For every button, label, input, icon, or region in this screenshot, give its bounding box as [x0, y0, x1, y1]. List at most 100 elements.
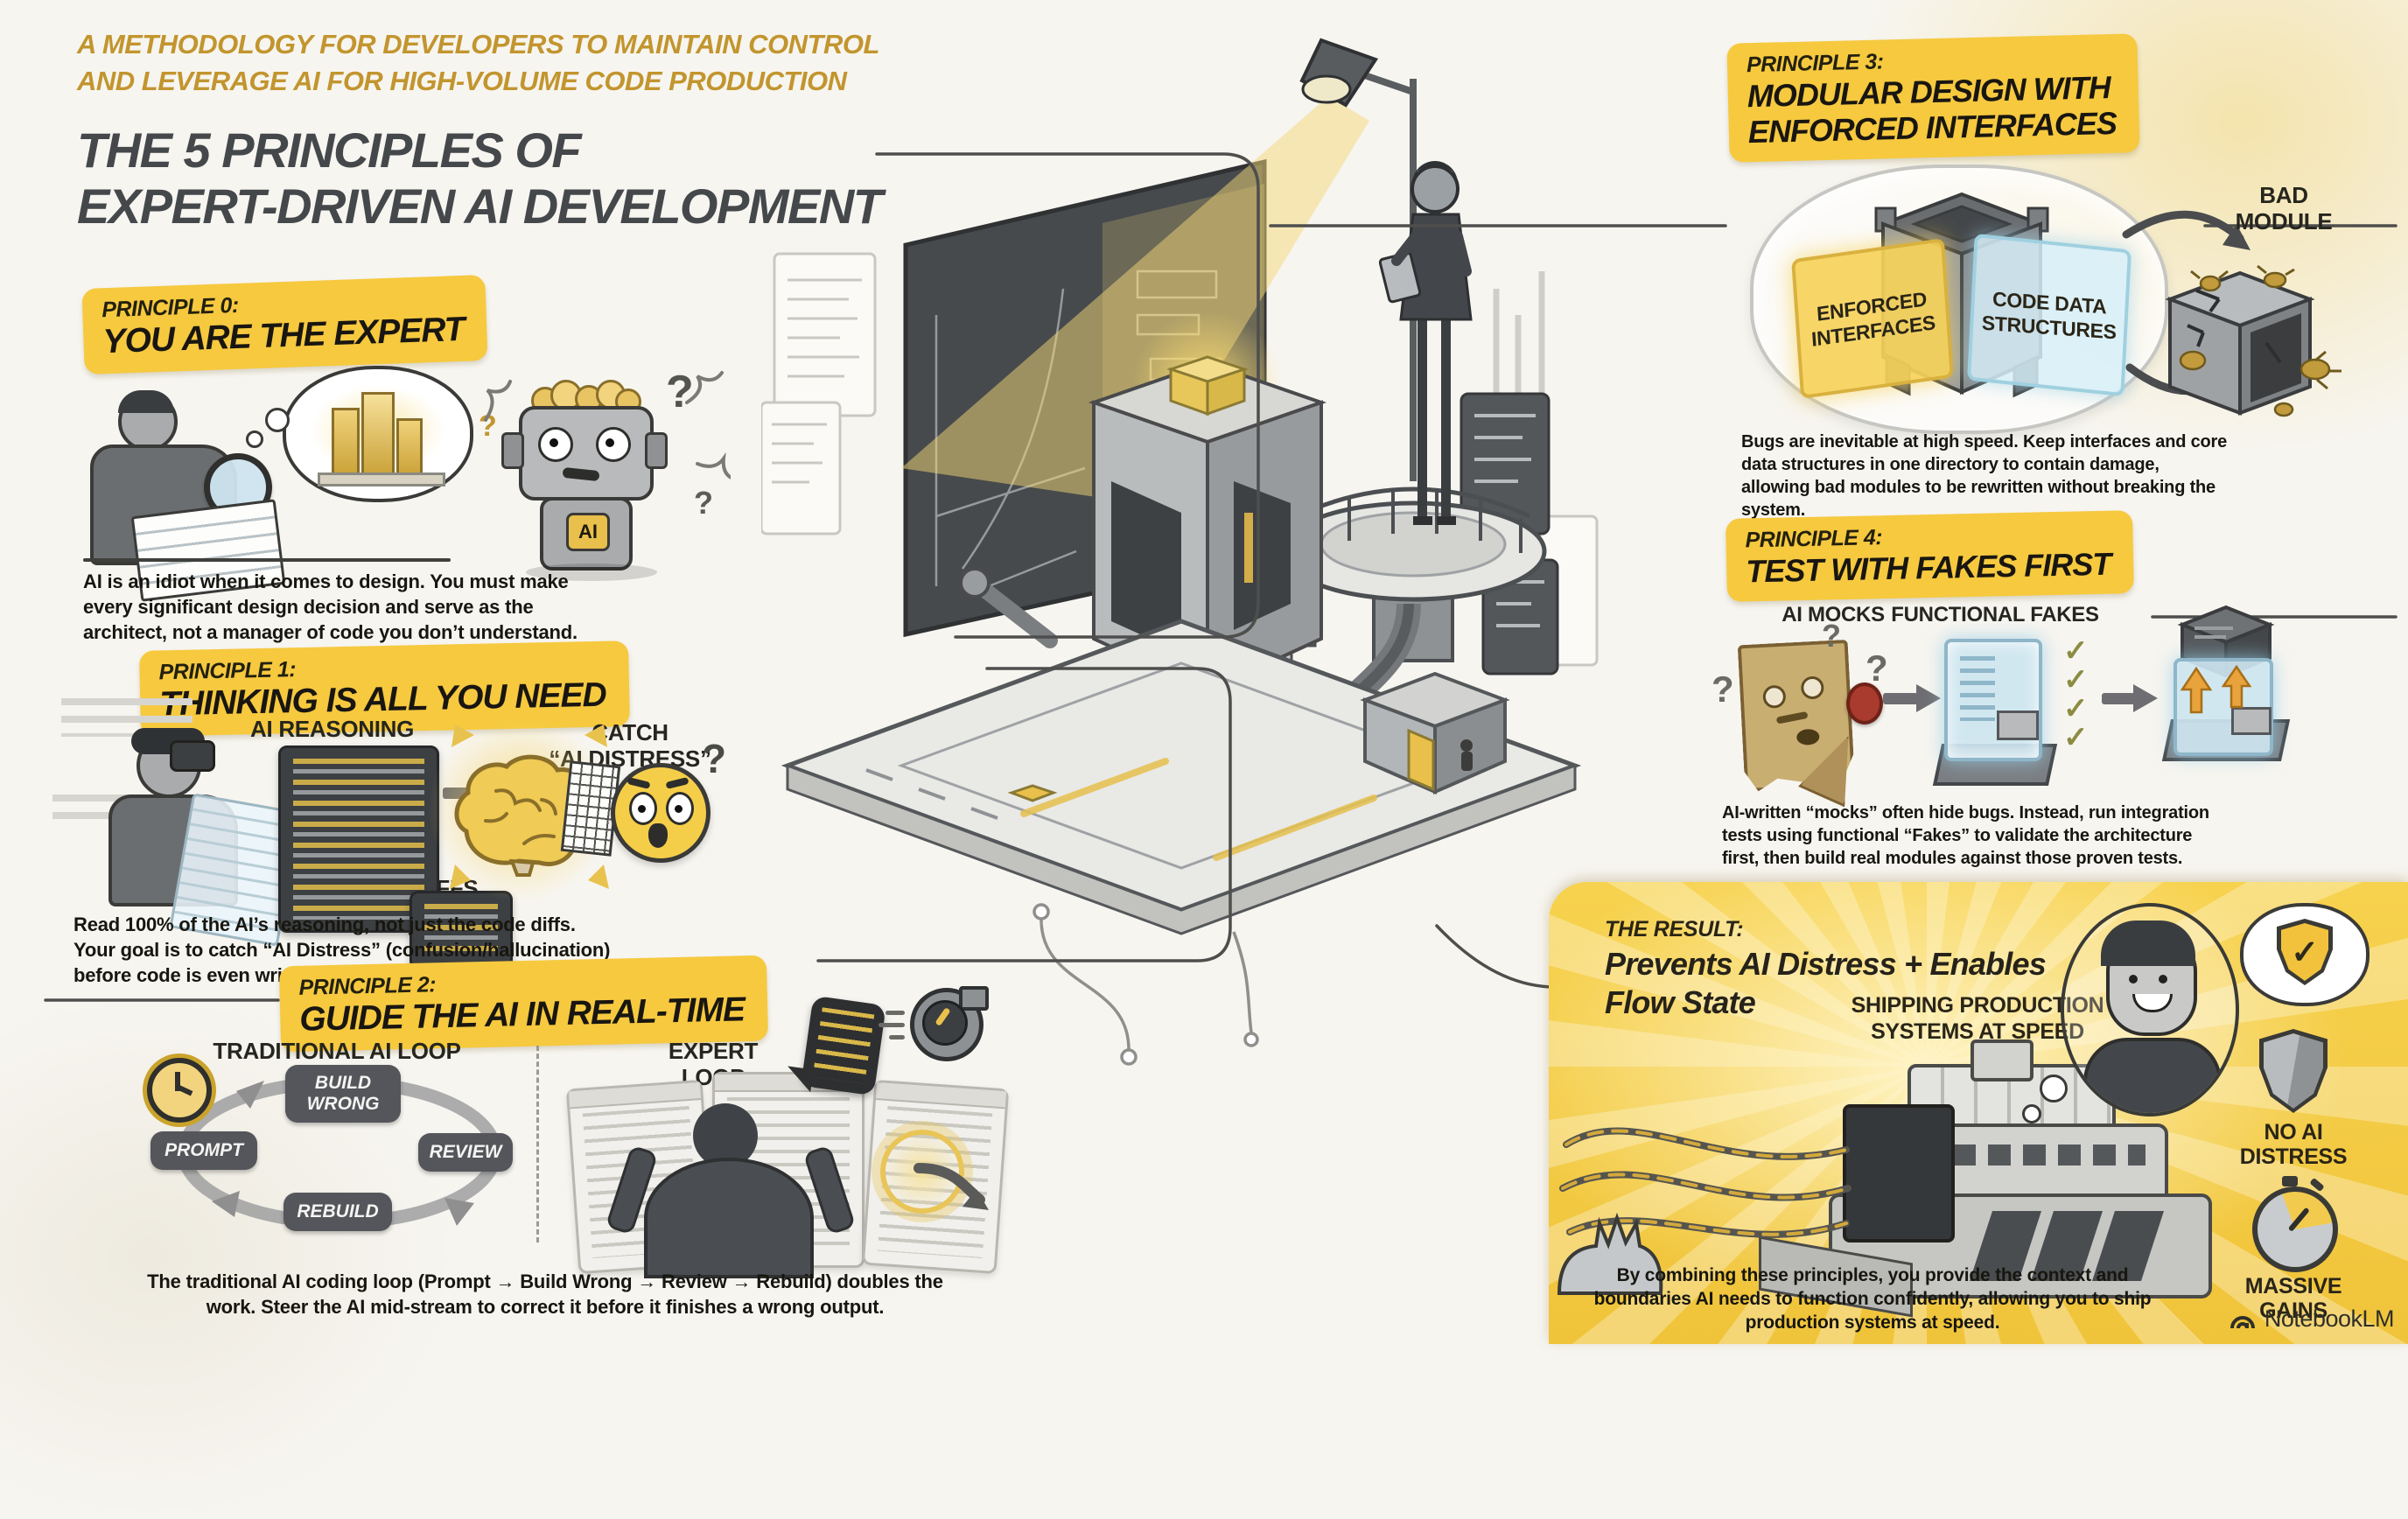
happy-developer	[2022, 903, 2239, 1124]
stopwatch-icon	[2249, 1176, 2338, 1272]
header: A METHODOLOGY FOR DEVELOPERS TO MAINTAIN…	[77, 26, 883, 234]
code-data-structures-label: CODE DATA STRUCTURES	[1981, 287, 2117, 344]
section-connector-lines	[44, 152, 2398, 1002]
distress-emoji-icon	[611, 763, 710, 863]
releasing-hand	[1557, 1212, 1663, 1295]
turbo-icon	[878, 986, 989, 1061]
machine-vent	[1970, 1040, 2034, 1082]
robot-body: AI	[540, 497, 633, 570]
principle4-body: AI-written “mocks” often hide bugs. Inst…	[1722, 803, 2209, 868]
enforced-interfaces-panel: ENFORCED INTERFACES	[1791, 237, 1954, 400]
massive-gains-label: MASSIVE GAINS	[2202, 1274, 2385, 1323]
infographic: { "colors":{"accent_yellow":"#F6C93F","k…	[0, 0, 2408, 1344]
principle4-tag: PRINCIPLE 4: TEST WITH FAKES FIRST	[1726, 510, 2134, 602]
check-icon: ✓	[2063, 663, 2089, 696]
reviewer-person	[86, 728, 302, 947]
thought-bubble	[283, 366, 473, 502]
stop-dot	[1846, 682, 1883, 724]
golden-building-right	[396, 418, 423, 478]
loop-node-review: REVIEW	[418, 1133, 513, 1172]
confusion-squiggles	[484, 371, 731, 480]
question-mark: ?	[479, 410, 497, 443]
header-kicker-line2: AND LEVERAGE AI FOR HIGH-VOLUME CODE PRO…	[77, 66, 847, 96]
bad-module-label: BAD MODULE	[2205, 182, 2362, 234]
principle4-heading: TEST WITH FAKES FIRST	[1745, 545, 2111, 590]
safe-thought-cloud: ✓	[2240, 903, 2370, 1006]
principle4-illustration: ? ? ? ✓ ✓ ✓ ✓	[1712, 605, 2380, 803]
bad-module-cube	[2165, 264, 2342, 417]
clock-icon	[147, 1058, 212, 1123]
ground-line	[83, 558, 451, 562]
expert-person	[1378, 161, 1473, 525]
principle0-body: AI is an idiot when it comes to design. …	[83, 570, 578, 643]
thought-dot	[265, 408, 290, 432]
check-icon: ✓	[2063, 634, 2089, 668]
bad-module-label-line2: MODULE	[2235, 208, 2333, 234]
result-heading-line2: Flow State	[1605, 984, 1756, 1020]
golden-building-mid	[361, 392, 395, 478]
notebooklm-icon	[2230, 1316, 2255, 1329]
outbuilding	[1360, 671, 1510, 795]
principle3-illustration: ENFORCED INTERFACES CODE DATA STRUCTURES…	[1750, 164, 2398, 434]
check-icon: ✓	[2063, 692, 2089, 725]
principle0-illustration: AI ? ? ?	[83, 366, 731, 602]
expert-loop-illustration	[560, 986, 1010, 1278]
flow-arrow	[2102, 684, 2158, 712]
real-module-swap	[2160, 590, 2291, 791]
thought-dot	[2022, 1104, 2041, 1124]
question-mark: ?	[1712, 668, 1734, 710]
principle3-body: Bugs are inevitable at high speed. Keep …	[1741, 432, 2228, 520]
no-ai-distress-label: NO AI DISTRESS	[2210, 1120, 2376, 1169]
developer-hair	[118, 390, 174, 413]
principle2-body: The traditional AI coding loop (Prompt →…	[147, 1270, 943, 1318]
upgrade-arrows	[2180, 664, 2252, 714]
verified-shield-icon: ✓	[2277, 919, 2333, 985]
checkmark-column: ✓ ✓ ✓ ✓	[2063, 634, 2089, 754]
brand-name: NotebookLM	[2264, 1305, 2395, 1332]
loop-node-build-wrong: BUILD WRONG	[285, 1065, 401, 1123]
label-ai-reasoning: AI REASONING	[250, 716, 415, 742]
label-ai-mocks: AI MOCKS	[1782, 603, 1885, 626]
loop-node-rebuild: REBUILD	[284, 1193, 392, 1231]
code-data-structures-panel: CODE DATA STRUCTURES	[1966, 233, 2132, 397]
loop-divider	[536, 1046, 539, 1242]
loop-node-prompt: PROMPT	[150, 1131, 257, 1170]
robot-shadow	[526, 564, 657, 581]
principle1-illustration: ?	[52, 682, 770, 970]
developer-bubble	[2061, 903, 2239, 1116]
robot-ear	[501, 432, 524, 469]
check-icon: ✓	[2063, 721, 2089, 754]
golden-building-left	[332, 408, 360, 478]
machine-intake	[1843, 1104, 1955, 1242]
energy-sparks	[450, 724, 609, 889]
gains-line1: MASSIVE	[2244, 1274, 2342, 1298]
brand-lockup: NotebookLM	[2149, 1304, 2395, 1334]
robot-ear	[645, 432, 668, 469]
traditional-loop-title: TRADITIONAL AI LOOP	[213, 1038, 461, 1064]
building-base	[318, 472, 445, 486]
enforced-interfaces-label: ENFORCED INTERFACES	[1810, 287, 1936, 351]
question-mark: ?	[666, 367, 694, 417]
confused-robot: AI ? ? ?	[479, 367, 731, 584]
circuit-traces	[1032, 903, 1259, 1066]
header-kicker-line1: A METHODOLOGY FOR DEVELOPERS TO MAINTAIN…	[77, 29, 879, 60]
principle0-tag: PRINCIPLE 0: YOU ARE THE EXPERT	[81, 274, 488, 375]
glass-cube	[1944, 639, 2042, 761]
center-machine-illustration	[761, 38, 1599, 1066]
correction-arrow	[914, 1163, 989, 1210]
result-body: By combining these principles, you provi…	[1593, 1265, 2152, 1333]
no-ai-line2: DISTRESS	[2239, 1144, 2348, 1169]
shipping-machine-illustration	[1557, 1040, 2212, 1318]
thought-dot	[246, 430, 263, 448]
result-panel: THE RESULT: Prevents AI Distress + Enabl…	[1549, 882, 2408, 1344]
traditional-loop-diagram: PROMPT BUILD WRONG REVIEW REBUILD	[131, 1054, 551, 1256]
no-ai-line1: NO AI	[2264, 1120, 2323, 1144]
question-mark: ?	[1822, 618, 1841, 654]
ai-badge: AI	[566, 513, 610, 551]
shield-check: ✓	[2281, 923, 2328, 981]
label-functional-fakes: FUNCTIONAL FAKES	[1891, 603, 2099, 626]
gains-line2: GAINS	[2259, 1298, 2328, 1323]
thought-dot	[2040, 1074, 2068, 1102]
flow-arrow	[1883, 684, 1941, 712]
principle3-tag: PRINCIPLE 3: MODULAR DESIGN WITH ENFORCE…	[1726, 33, 2140, 163]
